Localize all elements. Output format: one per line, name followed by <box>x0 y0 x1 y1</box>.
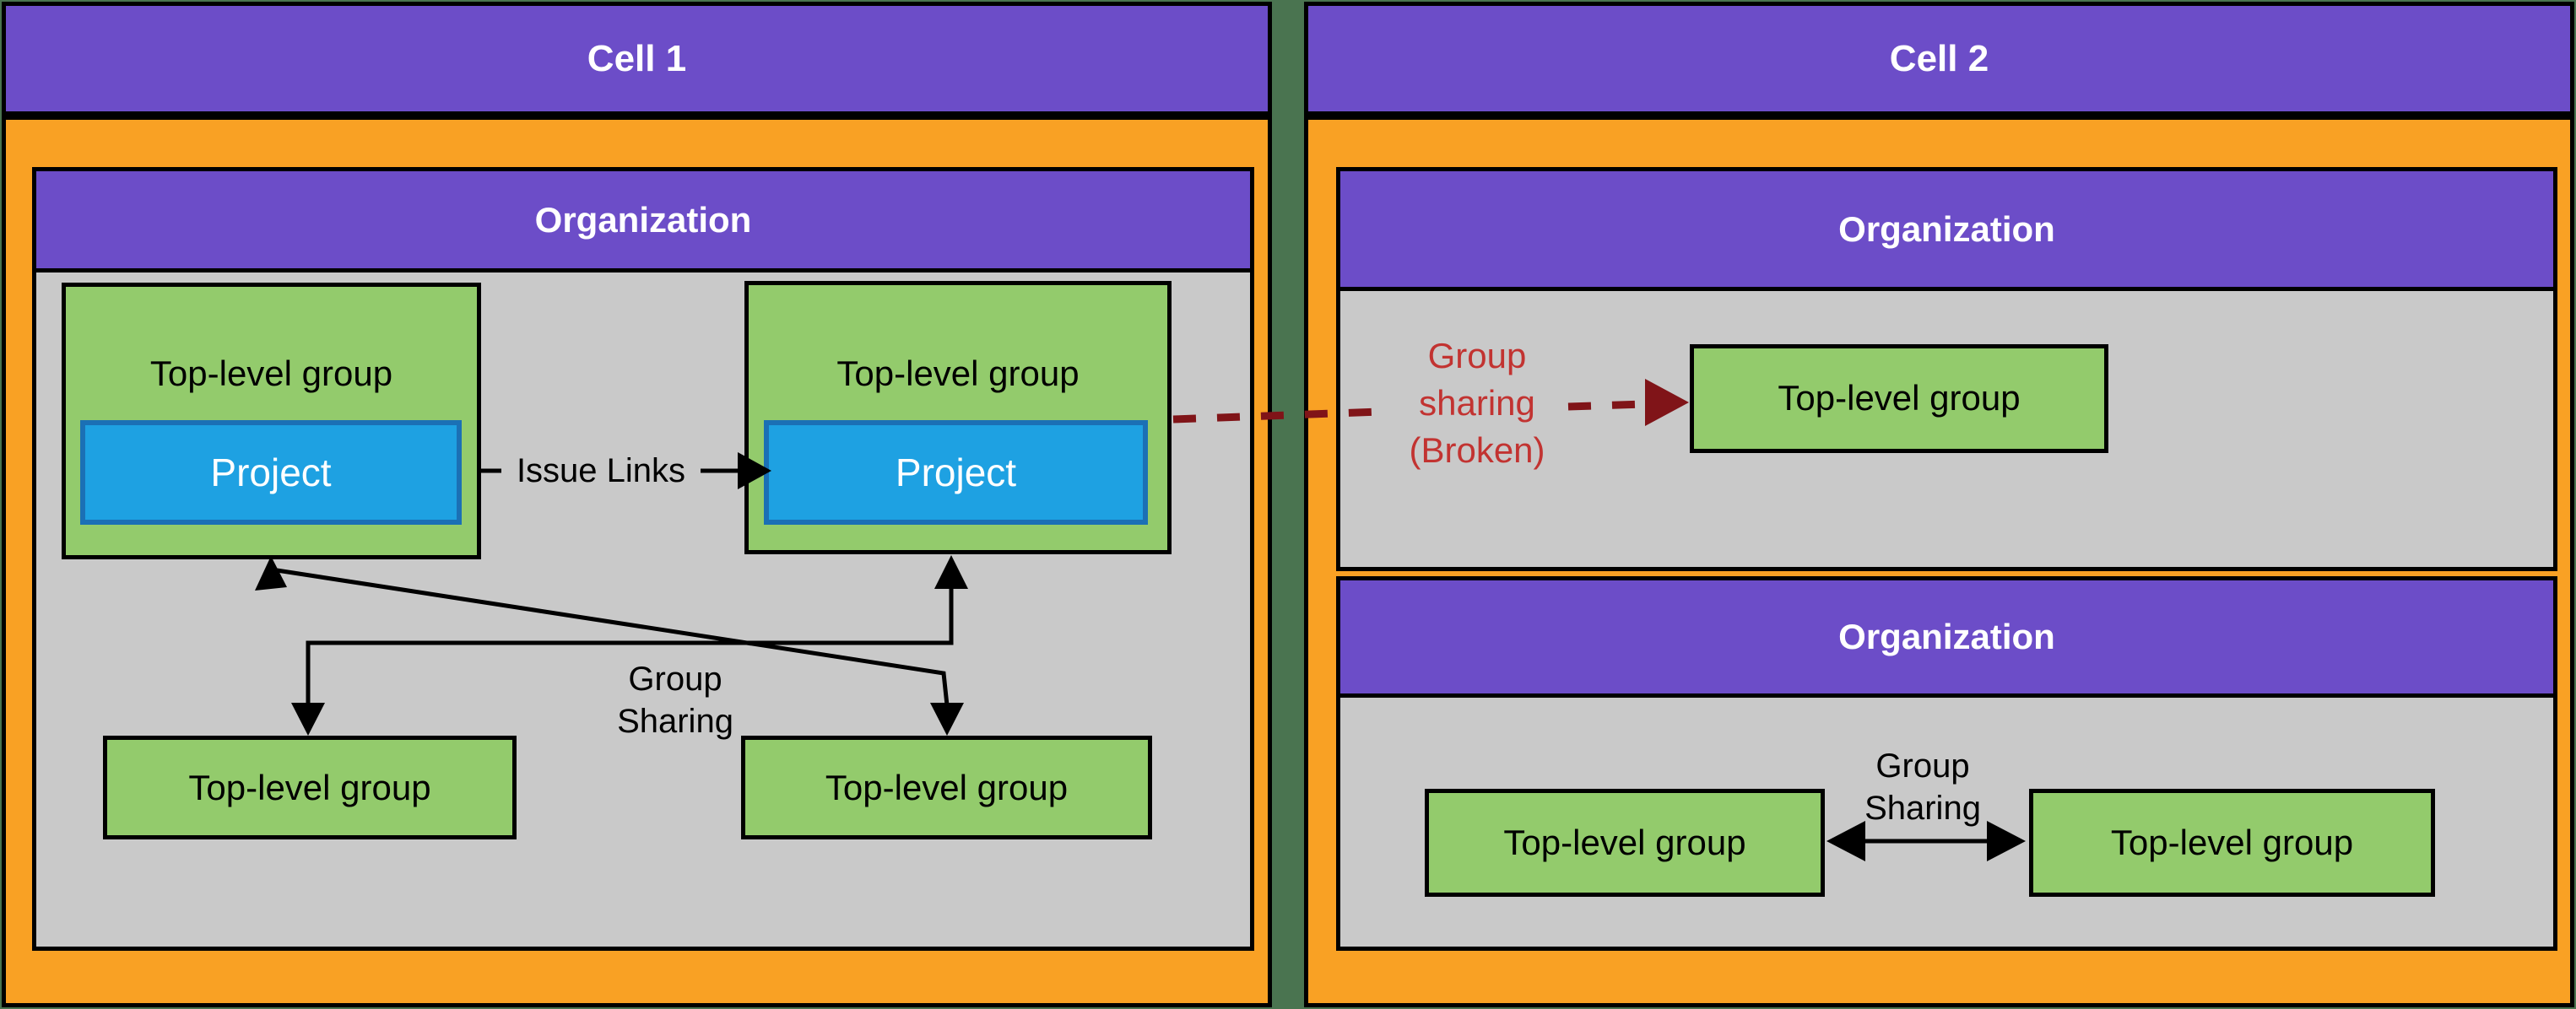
broken-group-sharing-label: Group sharing (Broken) <box>1342 332 1612 474</box>
cell1-project-right-label: Project <box>895 451 1017 494</box>
cell2-organization-top-header: Organization <box>1340 171 2553 291</box>
cell2-group-sharing-line2: Sharing <box>1864 790 1981 827</box>
cell1-top-group-left-label: Top-level group <box>149 353 393 393</box>
broken-group-sharing-line3: (Broken) <box>1409 430 1545 470</box>
cell1-group-sharing-line2: Sharing <box>617 703 733 740</box>
cell1-project-left <box>80 420 462 525</box>
cell1-group-sharing-line1: Group <box>628 661 722 698</box>
cell2-organization-bottom-title: Organization <box>1838 617 2055 656</box>
cell2-org-top-group <box>1690 344 2108 453</box>
issue-links-label: Issue Links <box>516 452 686 489</box>
cell1-group-sharing-label: Group Sharing <box>549 658 802 742</box>
cell2-org-top-group-label: Top-level group <box>1778 378 2021 418</box>
cell1-project-left-label: Project <box>210 451 332 494</box>
broken-group-sharing-line2: sharing <box>1419 383 1535 423</box>
cell1-header: Cell 1 <box>2 2 1272 116</box>
cell2-organization-top-title: Organization <box>1838 208 2055 249</box>
cell1-top-group-right-label: Top-level group <box>836 353 1080 393</box>
cell1-bottom-group-right-label: Top-level group <box>825 768 1069 807</box>
cell1-project-right <box>764 420 1148 525</box>
cell1-bottom-group-right <box>741 736 1152 839</box>
cell2-organization-bottom-header: Organization <box>1340 580 2553 698</box>
cell2-header: Cell 2 <box>1304 2 2574 116</box>
cell1-organization-title: Organization <box>534 199 752 240</box>
cell2-org-bottom-group-left-label: Top-level group <box>1503 823 1746 862</box>
cell1-title: Cell 1 <box>587 37 687 79</box>
broken-group-sharing-line1: Group <box>1427 336 1527 375</box>
cell2-org-bottom-group-left <box>1425 789 1825 897</box>
cell2-org-bottom-group-right <box>2029 789 2435 897</box>
cell2-group-sharing-line1: Group <box>1875 747 1970 785</box>
cell2-title: Cell 2 <box>1889 37 1989 79</box>
cell2-org-bottom-group-right-label: Top-level group <box>2110 823 2354 862</box>
cell1-organization-header: Organization <box>36 171 1250 272</box>
cell1-bottom-group-left <box>103 736 517 839</box>
cell2-group-sharing-label: Group Sharing <box>1796 745 2049 829</box>
cell1-bottom-group-left-label: Top-level group <box>188 768 431 807</box>
